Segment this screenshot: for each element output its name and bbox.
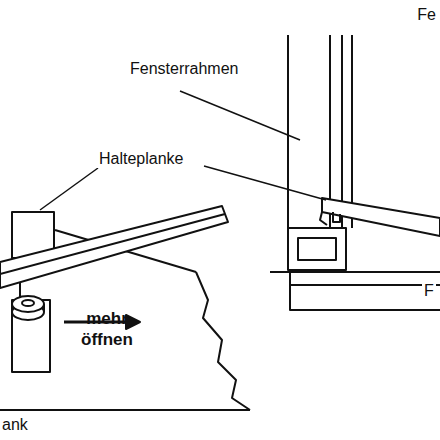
part-label: Halteplanke bbox=[97, 150, 186, 168]
holding-plank-right bbox=[320, 198, 440, 236]
part-label: Fe bbox=[415, 6, 438, 24]
holding-plank-left bbox=[0, 206, 228, 288]
window-sill bbox=[270, 272, 440, 310]
leader-lines bbox=[40, 91, 326, 210]
adjust-knob bbox=[12, 296, 44, 320]
window-frame bbox=[288, 35, 352, 270]
direction-label: mehr öffnen bbox=[70, 308, 144, 351]
part-label: Fensterrahmen bbox=[128, 60, 241, 78]
part-label: ank bbox=[0, 416, 30, 434]
holder-block bbox=[12, 212, 54, 372]
part-label: F bbox=[422, 282, 436, 300]
